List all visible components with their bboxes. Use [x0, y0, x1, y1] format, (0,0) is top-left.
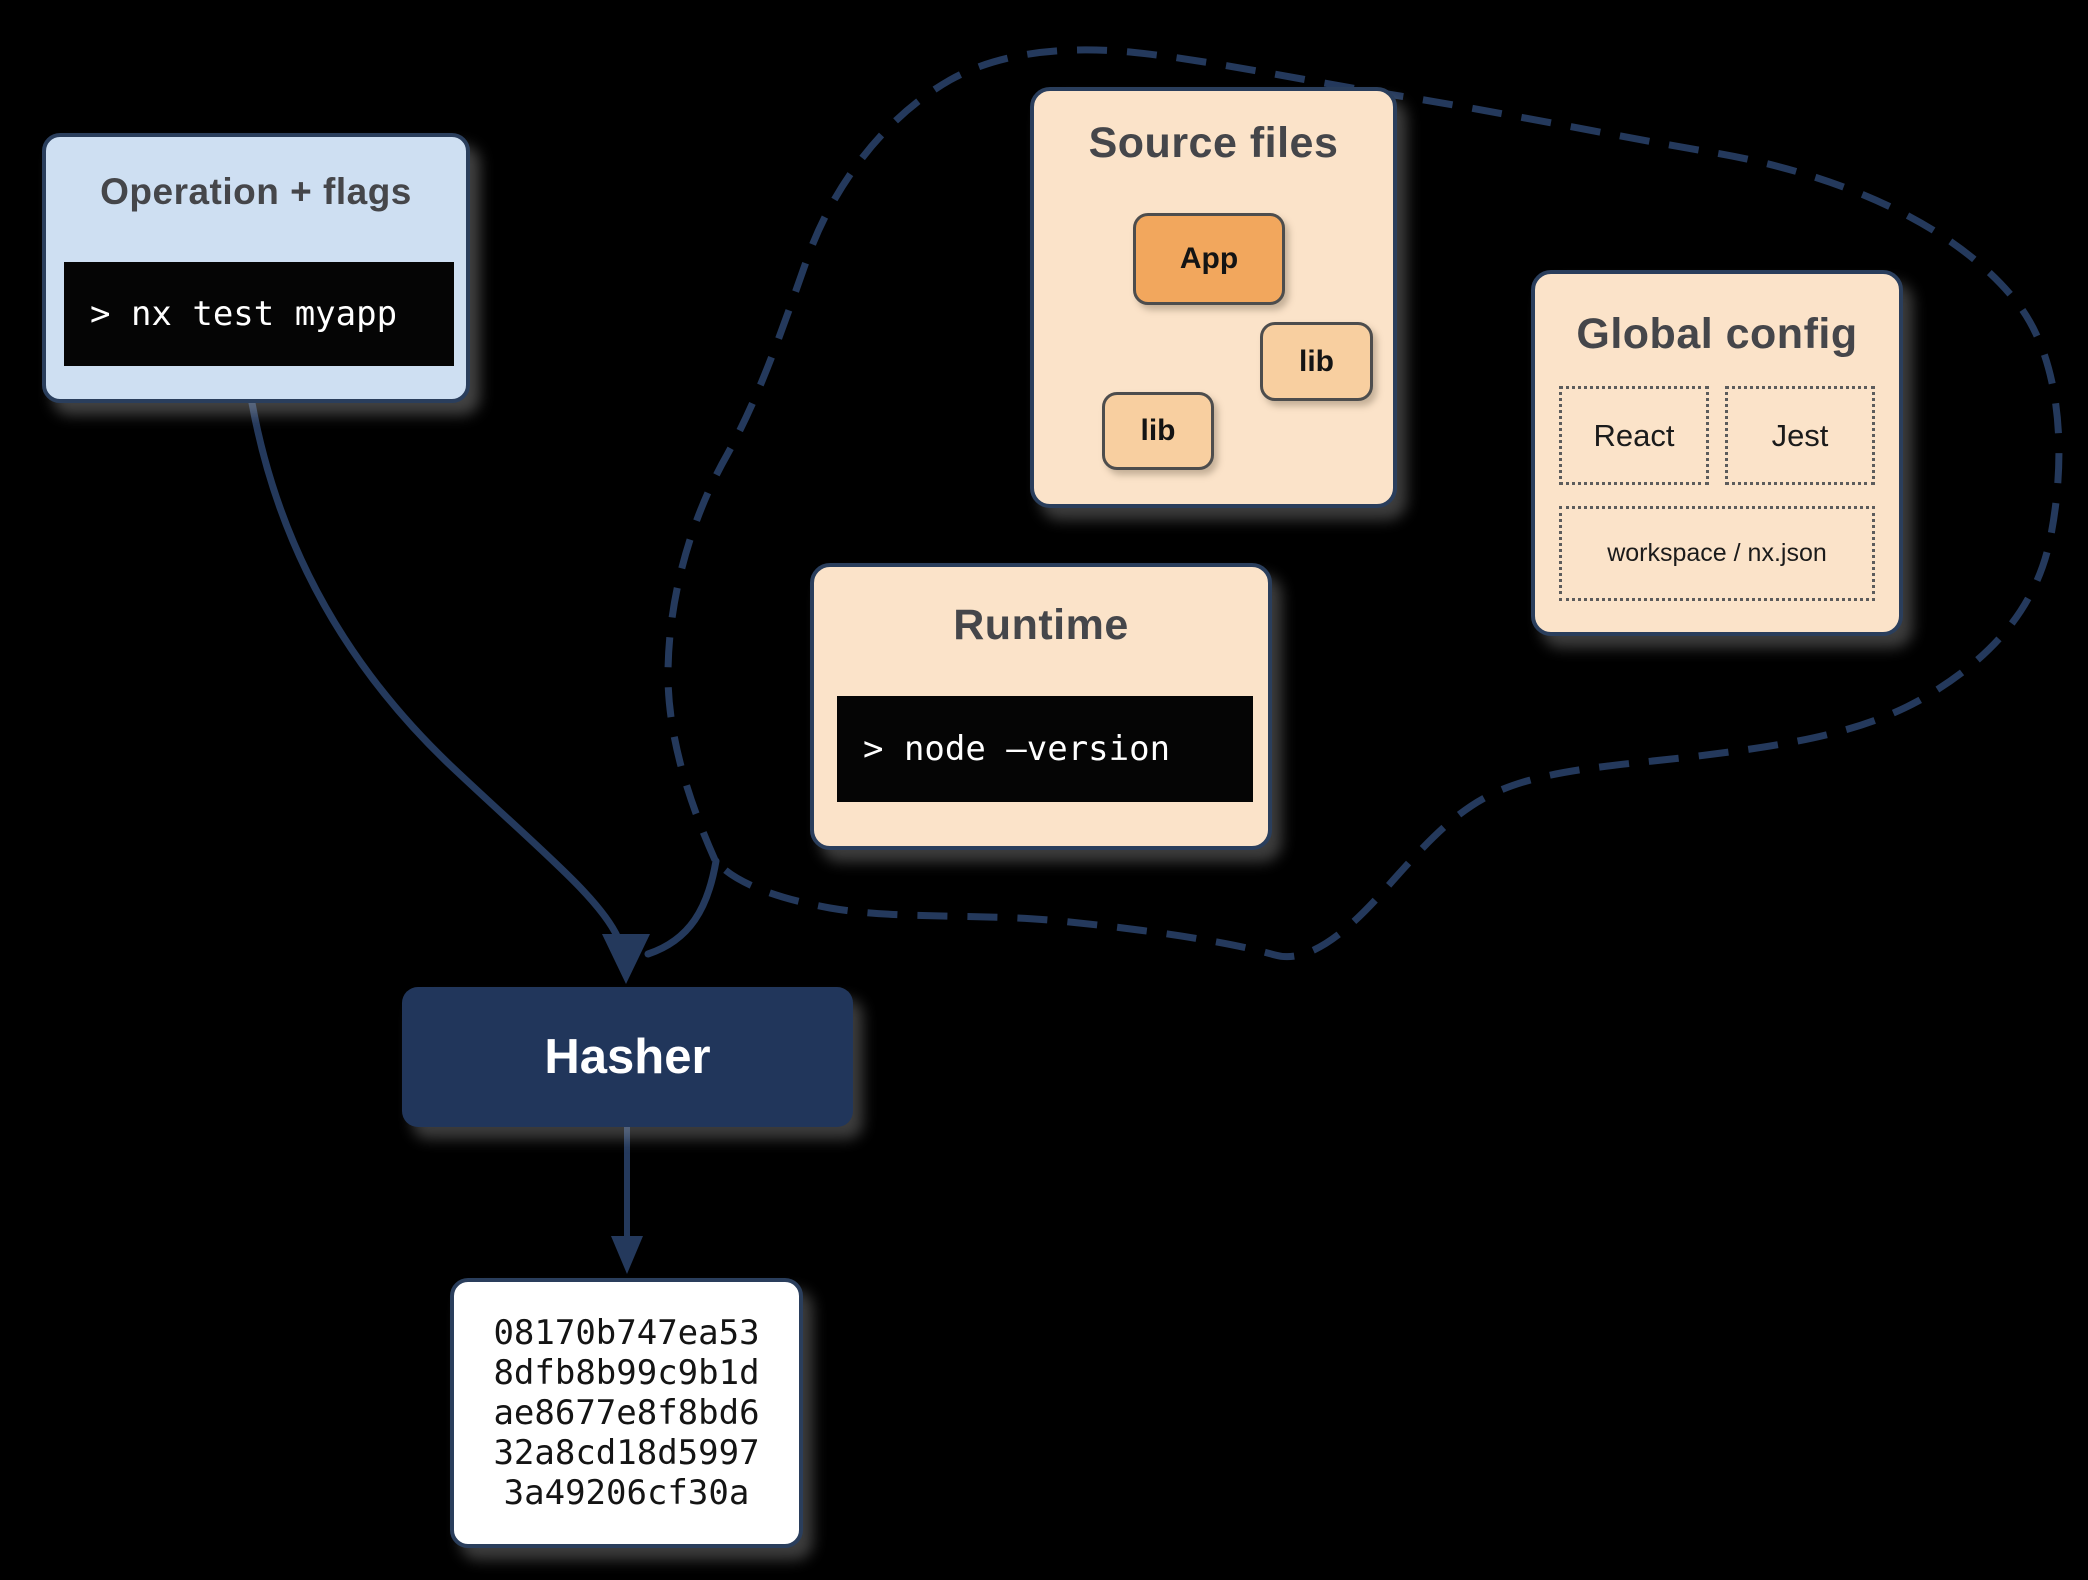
runtime-title: Runtime — [953, 601, 1129, 649]
config-item-jest: Jest — [1725, 386, 1875, 485]
runtime-box: Runtime > node –version — [810, 563, 1272, 850]
arrowhead-into-hasher — [602, 934, 650, 984]
hasher-label: Hasher — [544, 1030, 711, 1084]
runtime-terminal: > node –version — [837, 696, 1253, 802]
lib-node-left: lib — [1102, 392, 1214, 470]
source-files-title: Source files — [1088, 119, 1339, 167]
hash-output-box: 08170b747ea53 8dfb8b99c9b1d ae8677e8f8bd… — [450, 1278, 803, 1548]
config-item-jest-label: Jest — [1771, 417, 1829, 453]
config-item-react-label: React — [1593, 417, 1675, 453]
hash-output-line: 8dfb8b99c9b1d — [493, 1353, 760, 1393]
app-node-label: App — [1179, 242, 1239, 275]
global-config-title: Global config — [1576, 310, 1858, 358]
hash-output-line: ae8677e8f8bd6 — [493, 1393, 760, 1433]
operation-command-text: > nx test myapp — [90, 294, 398, 334]
lib-node-left-label: lib — [1140, 414, 1176, 447]
lib-node-right-label: lib — [1299, 344, 1334, 378]
config-item-workspace-nxjson-label: workspace / nx.json — [1607, 539, 1827, 567]
global-config-box: Global config React Jest workspace / nx.… — [1531, 270, 1903, 636]
arrow-operation-to-hasher — [248, 399, 622, 942]
hash-output-line: 32a8cd18d5997 — [493, 1433, 760, 1473]
operation-terminal: > nx test myapp — [64, 262, 454, 366]
arrow-cloud-to-hasher — [644, 857, 720, 958]
runtime-command-text: > node –version — [863, 729, 1171, 769]
lib-node-right: lib — [1260, 322, 1373, 401]
hash-output-line: 08170b747ea53 — [493, 1313, 760, 1353]
config-item-react: React — [1559, 386, 1709, 485]
app-node: App — [1133, 213, 1285, 305]
hasher-box: Hasher — [402, 987, 853, 1127]
operation-flags-title: Operation + flags — [100, 171, 412, 212]
config-item-workspace-nxjson: workspace / nx.json — [1559, 506, 1875, 601]
hash-output-line: 3a49206cf30a — [503, 1473, 750, 1513]
arrowhead-into-hash — [611, 1236, 643, 1274]
operation-flags-box: Operation + flags > nx test myapp — [42, 133, 470, 403]
